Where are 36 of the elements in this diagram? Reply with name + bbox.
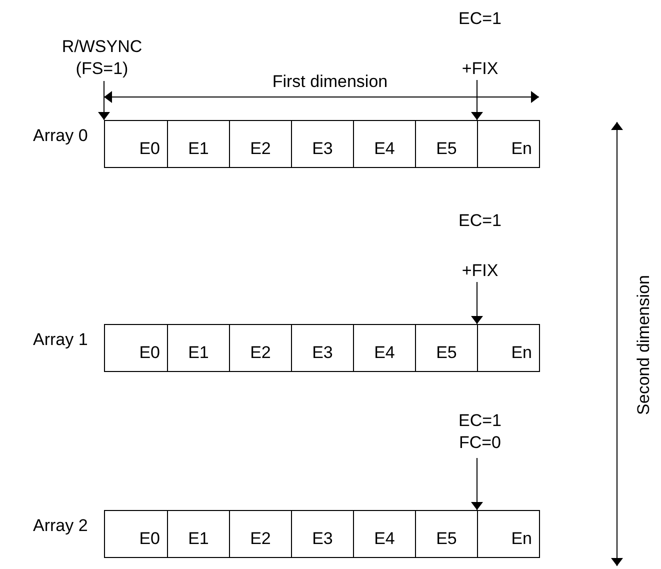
array-element-cell: En — [477, 120, 540, 168]
signal-note: +FIX — [462, 260, 498, 282]
array-element-cell: E2 — [229, 120, 292, 168]
array-element-cell: E1 — [167, 120, 230, 168]
arrow — [98, 80, 110, 120]
array-element-cell: E0 — [104, 324, 168, 372]
array-element-cell: E5 — [415, 510, 478, 558]
array-element-cell: E5 — [415, 324, 478, 372]
array-label: Array 2 — [33, 516, 88, 536]
array-element-cell: E3 — [291, 510, 354, 558]
array-element-cell: E0 — [104, 510, 168, 558]
signal-note: +FIX — [462, 58, 498, 80]
array-element-cell: E1 — [167, 324, 230, 372]
array-element-cell: E0 — [104, 120, 168, 168]
array-element-cell: En — [477, 510, 540, 558]
array-element-cell: E3 — [291, 324, 354, 372]
array-element-cell: E4 — [353, 510, 416, 558]
array-element-cell: E2 — [229, 510, 292, 558]
array-element-cell: E3 — [291, 120, 354, 168]
array-element-cell: E4 — [353, 324, 416, 372]
arrow — [471, 282, 483, 324]
arrow — [471, 458, 483, 510]
array-label: Array 0 — [33, 126, 88, 146]
array-element-cell: En — [477, 324, 540, 372]
signal-note: EC=1 FC=0 — [458, 410, 502, 454]
signal-note: EC=1 — [458, 210, 502, 232]
signal-note: EC=1 — [458, 8, 502, 30]
arrow — [471, 80, 483, 120]
array-element-cell: E2 — [229, 324, 292, 372]
array-element-cell: E5 — [415, 120, 478, 168]
dimension-label: Second dimension — [634, 274, 654, 417]
array-element-cell: E4 — [353, 120, 416, 168]
array-label: Array 1 — [33, 330, 88, 350]
signal-note: R/WSYNC (FS=1) — [60, 36, 144, 80]
dimension-label: First dimension — [271, 72, 389, 92]
array-element-cell: E1 — [167, 510, 230, 558]
